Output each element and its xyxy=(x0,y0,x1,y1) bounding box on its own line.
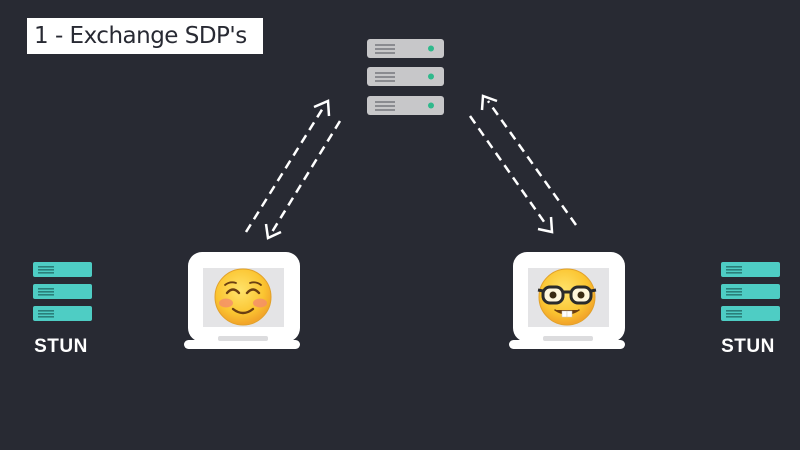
nerd-face-emoji-icon xyxy=(537,268,597,326)
server-unit xyxy=(367,67,444,86)
arrow-server-to-left-peer xyxy=(264,120,342,240)
smiling-blushing-emoji-icon xyxy=(214,268,272,326)
arrow-right-peer-to-server xyxy=(480,94,578,226)
arrow-server-to-right-peer xyxy=(468,115,554,234)
step-caption: 1 - Exchange SDP's xyxy=(27,18,263,54)
server-unit xyxy=(367,96,444,115)
stun-left-server-icon xyxy=(33,262,92,321)
stun-right-server-icon xyxy=(721,262,780,321)
signaling-server-icon xyxy=(367,39,444,115)
server-unit xyxy=(367,39,444,58)
stun-right-label: STUN xyxy=(721,336,775,357)
stun-left-label: STUN xyxy=(34,336,88,357)
arrow-left-peer-to-server xyxy=(244,99,331,233)
